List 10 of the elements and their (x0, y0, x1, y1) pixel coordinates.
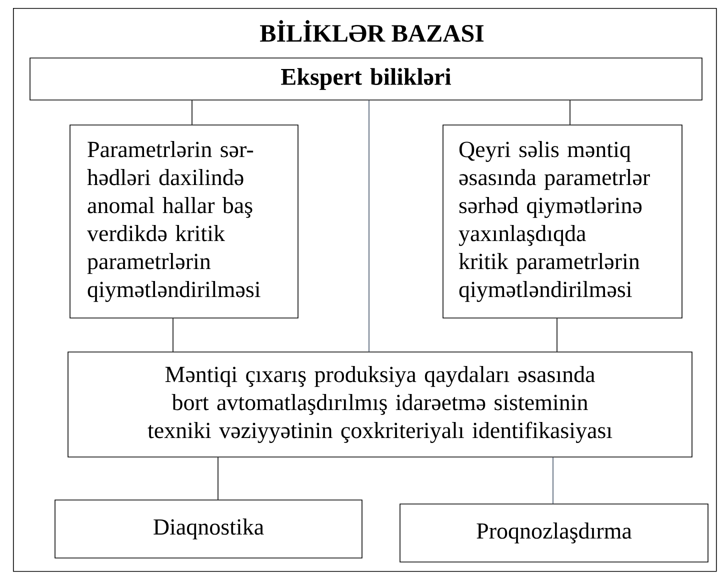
text-box: Parametrlərin sər-hədləri daxilində anomal hallar baş verdikdə kritik parametrlərin qiymətləndirilməsi (70, 124, 298, 318)
connector-line (368, 100, 370, 352)
text-box: Qeyri səlis məntiq əsasında parametrlər sərhəd qiymətlərinə yaxınlaşdıqda kritik parametrlərin qiymətləndirilməsi (442, 124, 682, 318)
text-box: Məntiqi çıxarış produksiya qaydaları əsasında bort avtomatlaşdırılmış idarəetmə sisteminin texniki vəziyyətinin çoxkriteriyalı identifikasiyası (68, 352, 692, 458)
text-box: Proqnozlaşdırma (400, 504, 708, 562)
connector-line (172, 318, 174, 352)
text-box: Ekspert bilikləri (30, 58, 702, 100)
connector-line (552, 457, 554, 504)
text-box: Diaqnostika (54, 500, 362, 558)
connector-line (556, 318, 558, 352)
